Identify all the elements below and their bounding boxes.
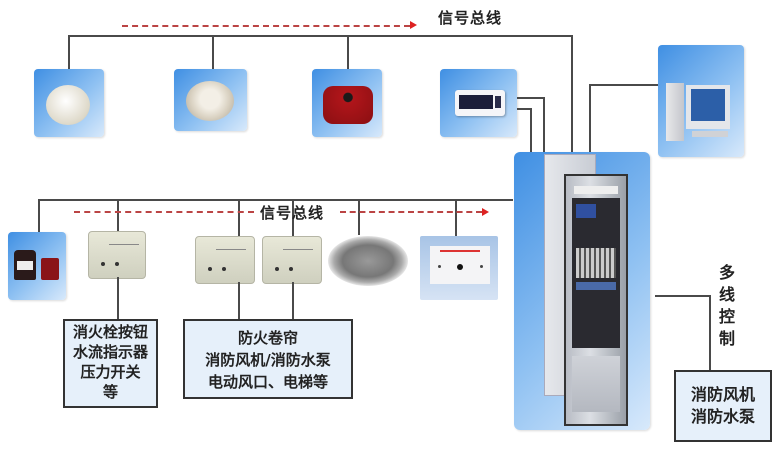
top-bus-line [68,35,573,37]
computer-link-line [589,84,591,153]
io-module-1[interactable] [195,236,255,284]
manual-call-point-tile[interactable] [8,232,66,300]
top-bus-drop [68,35,70,69]
display-panel-icon [455,90,505,116]
telephone-jack-icon [430,246,490,284]
output-devices-label-box: 防火卷帘 消防风机/消防水泵 电动风口、电梯等 [183,319,353,399]
multi-line-control-link [709,295,711,375]
bottom-bus-drop [455,199,457,237]
bottom-bus-drop [292,199,294,236]
smoke-detector-icon [46,85,90,125]
bottom-bus-drop [117,199,119,232]
bottom-bus-arrow-icon [482,208,489,216]
top-bus-drop [212,35,214,69]
control-cabinet-tile[interactable] [514,152,650,430]
computer-link-line [589,84,658,86]
top-bus-arrow-icon [410,21,417,29]
bottom-bus-drop [358,199,360,235]
io-module-2[interactable] [262,236,322,284]
speaker-icon[interactable] [328,236,408,286]
alarm-bell-tile[interactable] [312,69,382,137]
bottom-bus-drop [38,199,40,232]
control-cabinet-icon [544,152,634,426]
manual-call-point-icon [41,258,59,280]
input-devices-label-box: 消火栓按钮 水流指示器 压力开关 等 [63,319,158,408]
panel-link-line [543,97,545,153]
heat-detector-tile[interactable] [174,69,247,131]
input-box-line: 等 [102,383,118,401]
panel-link-line [517,108,532,110]
heat-detector-icon [186,81,234,121]
input-box-line: 压力开关 [80,363,141,381]
top-bus-label: 信号总线 [438,9,503,27]
panel-link-line [517,97,545,99]
bottom-bus-flow-dashes [74,211,254,213]
computer-icon [666,83,738,143]
top-bus-drop [347,35,349,69]
multi-line-box-line: 消防风机 [690,385,755,404]
output-box-line: 防火卷帘 [237,329,298,347]
input-box-line: 消火栓按钮 [72,323,148,341]
io-module-link [238,282,240,319]
panel-link-line [530,108,532,153]
bottom-bus-flow-dashes [340,211,482,213]
manual-call-point-icon [14,250,36,280]
repeater-panel-tile[interactable] [440,69,517,137]
bottom-bus-to-cabinet [511,199,513,201]
telephone-jack-tile[interactable] [420,236,498,300]
multi-line-control-label: 多线控制 [718,263,735,348]
smoke-detector-tile[interactable] [34,69,104,137]
output-box-line: 消防风机/消防水泵 [205,351,331,369]
bottom-bus-drop [238,199,240,236]
top-bus-to-cabinet [571,35,573,153]
input-module-link [117,277,119,319]
bottom-bus-line [38,199,513,201]
multi-line-control-link [655,295,711,297]
bottom-bus-label: 信号总线 [260,204,325,222]
computer-tile[interactable] [658,45,744,157]
top-bus-flow-dashes [122,25,410,27]
input-module[interactable] [88,231,146,279]
alarm-bell-icon [323,86,373,124]
output-box-line: 电动风口、电梯等 [207,373,328,391]
io-module-link [292,282,294,319]
multi-line-box-line: 消防水泵 [690,407,755,426]
input-box-line: 水流指示器 [72,343,148,361]
multi-line-control-label-box: 消防风机 消防水泵 [674,370,772,442]
